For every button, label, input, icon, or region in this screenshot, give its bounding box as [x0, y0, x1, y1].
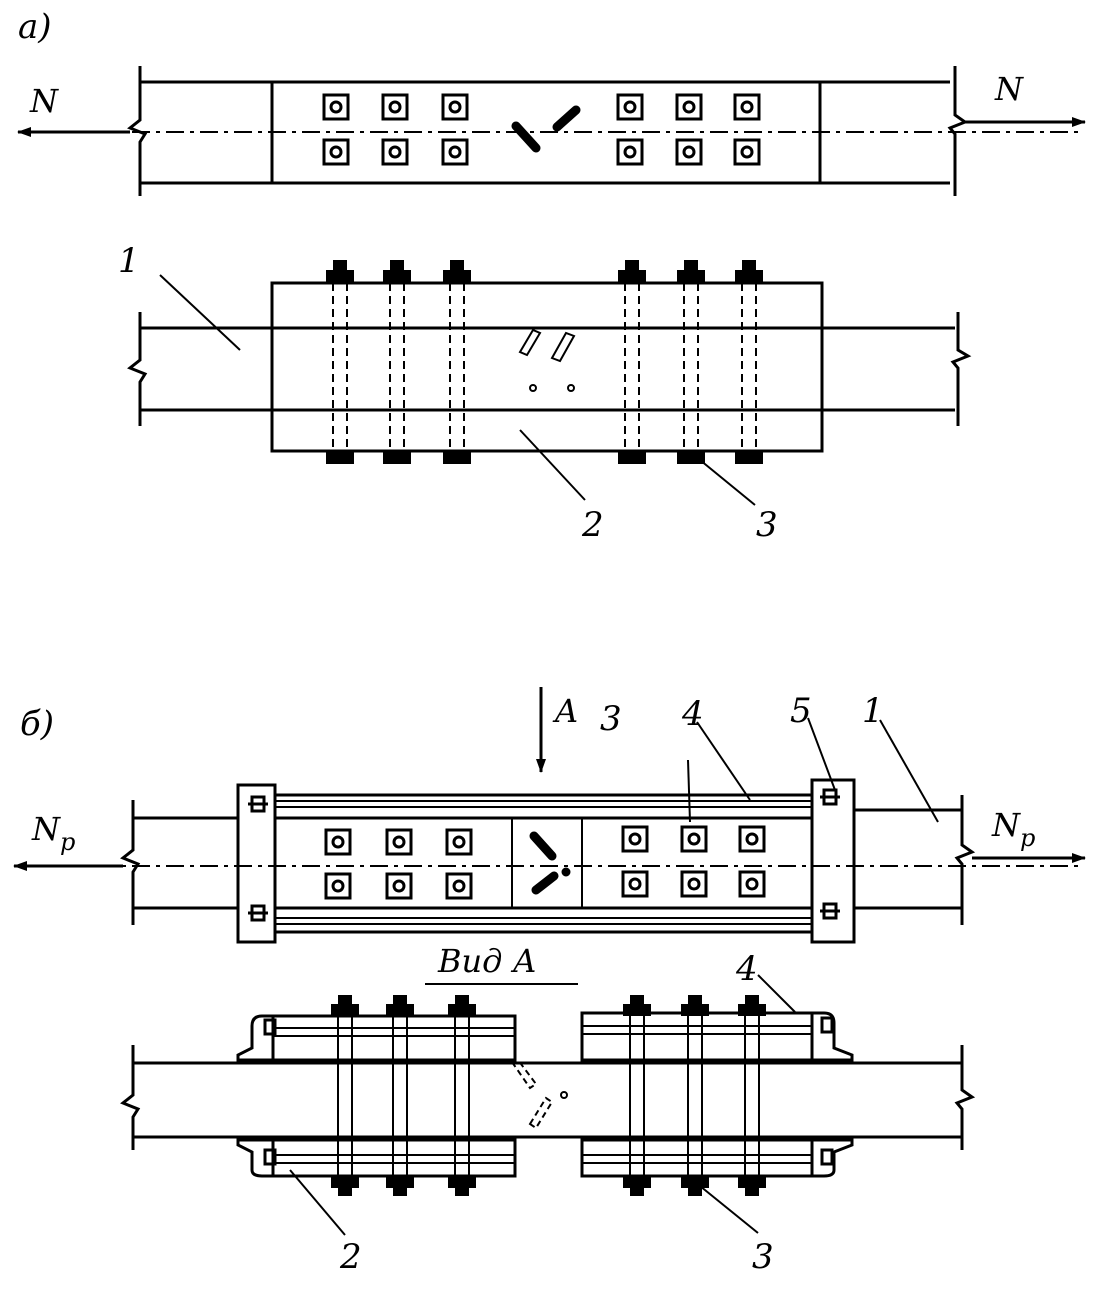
view-arrow-label: A [552, 692, 578, 730]
break-line-right [954, 1045, 976, 1150]
figure-b-top-view [30, 717, 1080, 944]
force-label-left: Np [31, 810, 75, 856]
angle-end [236, 1014, 273, 1062]
leader-line-2 [519, 429, 586, 501]
figure-a-labels: а) N N 1 2 3 [18, 7, 1024, 545]
bolt [733, 138, 761, 166]
bolt-heads-nuts [331, 995, 766, 1196]
bolt [385, 872, 413, 900]
view-caption: Вид А [437, 942, 537, 980]
end-plate-right [810, 778, 856, 944]
callout-2: 2 [339, 1237, 362, 1277]
callout-5: 5 [790, 691, 812, 731]
bolt [445, 872, 473, 900]
bolt [324, 828, 352, 856]
weld-mark [511, 121, 541, 153]
force-label-right: N [994, 70, 1024, 108]
callout-3-bottom: 3 [752, 1237, 774, 1277]
leader-line-3 [699, 459, 756, 506]
bolt [322, 93, 350, 121]
weld-dot [561, 867, 571, 877]
leader-line-1 [159, 274, 241, 351]
bolt [381, 138, 409, 166]
break-line-right [954, 795, 976, 925]
bolt [616, 138, 644, 166]
figure-a-top-view [30, 66, 1080, 196]
bolt-group-right [616, 93, 761, 166]
bolt [680, 870, 708, 898]
leader-line-1 [879, 719, 939, 823]
callout-2: 2 [581, 505, 604, 545]
leader-line-3 [687, 759, 691, 823]
callout-4-top: 4 [681, 694, 704, 734]
hidden-weld [518, 328, 576, 392]
bolt [738, 870, 766, 898]
leader-line-4 [696, 721, 751, 801]
end-plate-bolts [248, 788, 840, 922]
bolt [675, 93, 703, 121]
end-plate-left [236, 783, 277, 944]
bolt [733, 93, 761, 121]
bolt [680, 825, 708, 853]
weld-mark [531, 871, 559, 895]
weld-mark [529, 831, 557, 861]
callout-4-bottom: 4 [735, 949, 758, 989]
angle-end-bolts [263, 1016, 834, 1166]
leader-line-3 [699, 1185, 759, 1234]
break-line-left [120, 1045, 141, 1150]
splice-plate-side [270, 281, 824, 453]
bolt-group-left [322, 93, 469, 166]
bolt-group-left [324, 828, 473, 900]
bolt [441, 93, 469, 121]
break-line-left [120, 800, 141, 925]
bolt [441, 138, 469, 166]
callout-3: 3 [756, 505, 778, 545]
bolt-group-right [621, 825, 766, 898]
bolt [616, 93, 644, 121]
figure-b-labels: б) Np Np A Вид А 3 4 5 1 4 2 3 [20, 691, 1035, 1277]
bolt [322, 138, 350, 166]
figure-a-side-view [127, 260, 972, 506]
leader-line-5 [807, 717, 836, 791]
bolt [738, 825, 766, 853]
hidden-weld [511, 1059, 568, 1130]
cover-plate-top-right [580, 1011, 814, 1062]
panel-label-a: а) [18, 7, 52, 47]
bolt-shanks [337, 1006, 760, 1184]
leader-line-2 [289, 1169, 346, 1236]
callout-1: 1 [862, 691, 884, 731]
bolt [324, 872, 352, 900]
break-line-right [947, 66, 969, 196]
bolt [445, 828, 473, 856]
bolt-heads-nuts [326, 260, 763, 464]
panel-label-b: б) [20, 704, 54, 744]
figure-b-side-view [120, 974, 976, 1236]
bolt-shank-dashes [344, 1070, 753, 1130]
bolt [621, 870, 649, 898]
weld-mark [552, 105, 581, 132]
leader-line-4 [757, 974, 796, 1013]
break-line-left [127, 312, 148, 426]
callout-1: 1 [118, 241, 140, 281]
bolt [675, 138, 703, 166]
angle-end [812, 1138, 854, 1178]
break-line-right [950, 312, 972, 426]
bolt [381, 93, 409, 121]
callout-3-top: 3 [600, 699, 622, 739]
cover-plate-bottom-right [580, 1138, 814, 1178]
angle-end [236, 1138, 273, 1178]
bolt [385, 828, 413, 856]
force-label-left: N [29, 82, 59, 120]
force-label-right: Np [991, 806, 1035, 852]
bolt-shanks [332, 283, 757, 451]
bolt [621, 825, 649, 853]
